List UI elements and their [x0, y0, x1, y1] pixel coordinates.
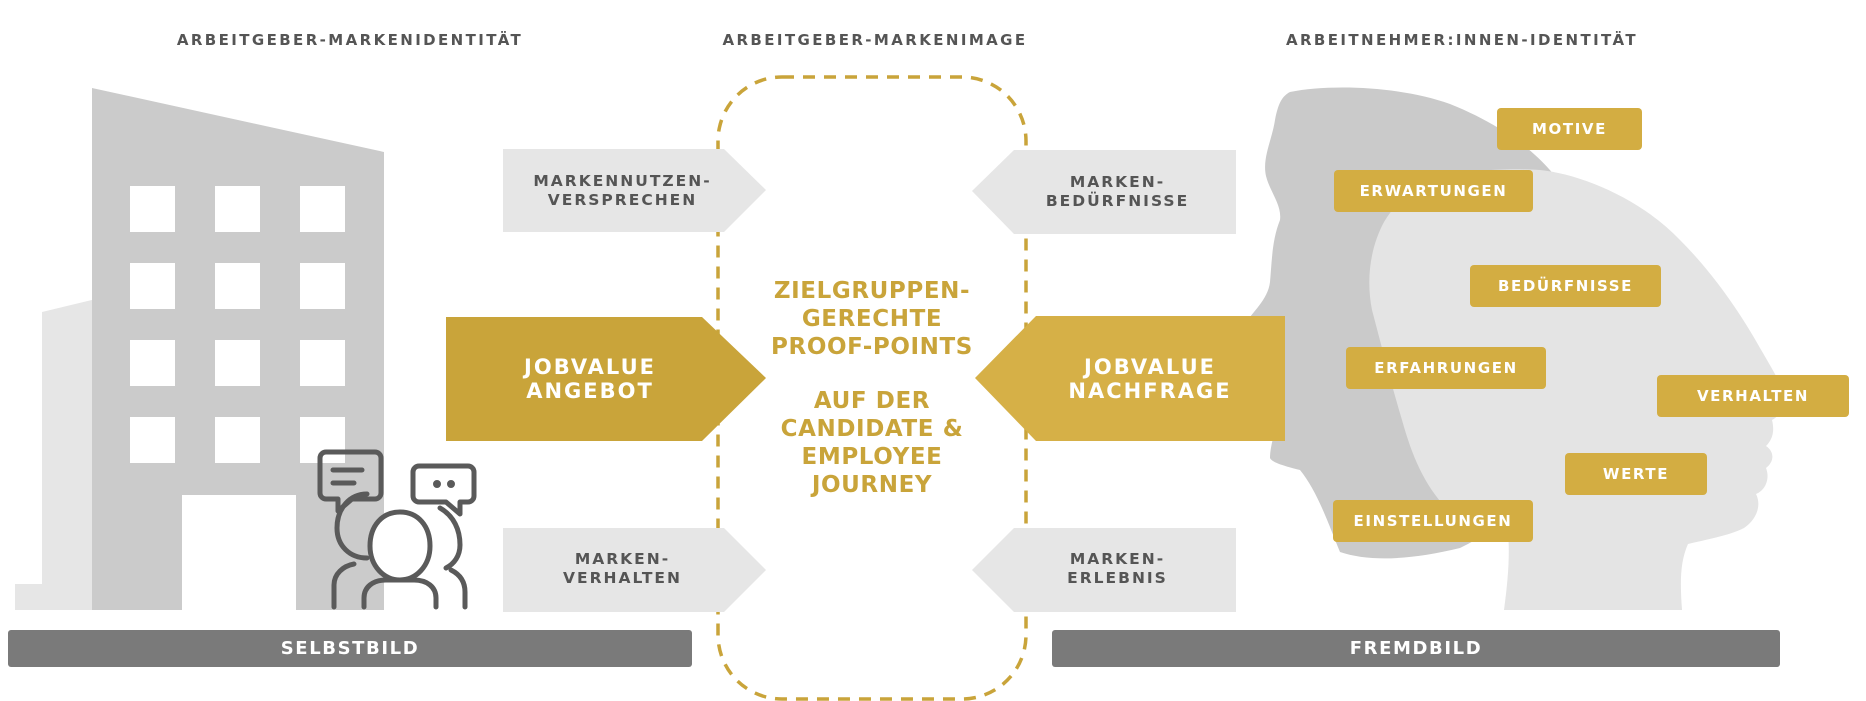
center-proof-points-text: ZIELGRUPPEN- GERECHTE PROOF-POINTS AUF D…: [742, 277, 1002, 499]
jobvalue-angebot-line-1: JOBVALUE: [524, 355, 656, 379]
center-line-5: CANDIDATE &: [780, 416, 964, 442]
center-line-7: JOURNEY: [811, 472, 933, 498]
markenerlebnis-line-2: ERLEBNIS: [1067, 569, 1168, 587]
heading-arbeitgeber-markenidentitaet: ARBEITGEBER-MARKENIDENTITÄT: [176, 31, 524, 49]
arrow-markenerlebnis: [972, 528, 1236, 612]
jobvalue-nachfrage-label: JOBVALUE NACHFRAGE: [1030, 355, 1270, 403]
tag-motive: MOTIVE: [1497, 108, 1642, 150]
tag-einstellungen: EINSTELLUNGEN: [1333, 500, 1533, 542]
markenbeduerfnisse-line-1: MARKEN-: [1069, 173, 1166, 191]
markenbeduerfnisse-line-2: BEDÜRFNISSE: [1045, 192, 1190, 210]
fremdbild-bar: [1052, 630, 1780, 667]
center-line-2: GERECHTE: [801, 306, 943, 332]
center-line-6: EMPLOYEE: [801, 444, 943, 470]
markenverhalten-label: MARKEN- VERHALTEN: [510, 550, 735, 588]
tag-beduerfnisse: BEDÜRFNISSE: [1470, 265, 1661, 307]
markenbeduerfnisse-label: MARKEN- BEDÜRFNISSE: [1005, 173, 1230, 211]
tag-verhalten: VERHALTEN: [1657, 375, 1849, 417]
jobvalue-angebot-label: JOBVALUE ANGEBOT: [470, 355, 710, 403]
selbstbild-label: SELBSTBILD: [280, 638, 420, 659]
markenverhalten-line-2: VERHALTEN: [563, 569, 682, 587]
jobvalue-angebot-line-2: ANGEBOT: [526, 379, 654, 403]
arrow-markennutzen: [503, 149, 766, 232]
building-icon: [80, 88, 384, 610]
markenerlebnis-line-1: MARKEN-: [1069, 550, 1166, 568]
jobvalue-nachfrage-line-1: JOBVALUE: [1084, 355, 1216, 379]
markennutzen-label: MARKENNUTZEN- VERSPRECHEN: [510, 172, 735, 210]
center-spacer: [742, 361, 1002, 387]
people-chat-icon: [317, 449, 477, 610]
arrow-markenbeduerfnisse: [972, 150, 1236, 234]
jobvalue-nachfrage-line-2: NACHFRAGE: [1068, 379, 1232, 403]
center-line-3: PROOF-POINTS: [771, 334, 973, 360]
tag-erfahrungen: ERFAHRUNGEN: [1346, 347, 1546, 389]
center-line-1: ZIELGRUPPEN-: [773, 278, 971, 304]
tag-erwartungen: ERWARTUNGEN: [1334, 170, 1533, 212]
arrow-markenverhalten: [503, 528, 766, 612]
selbstbild-bar: [8, 630, 692, 667]
fremdbild-label: FREMDBILD: [1349, 638, 1483, 659]
markennutzen-line-1: MARKENNUTZEN-: [533, 172, 712, 190]
tag-werte: WERTE: [1565, 453, 1707, 495]
heading-arbeitnehmer-identitaet: ARBEITNEHMER:INNEN-IDENTITÄT: [1285, 31, 1639, 49]
arrow-jobvalue-nachfrage: [975, 316, 1285, 441]
markennutzen-line-2: VERSPRECHEN: [547, 191, 698, 209]
markenverhalten-line-1: MARKEN-: [574, 550, 671, 568]
heading-arbeitgeber-markenimage: ARBEITGEBER-MARKENIMAGE: [722, 31, 1028, 49]
arrow-jobvalue-angebot: [446, 317, 766, 441]
markenerlebnis-label: MARKEN- ERLEBNIS: [1005, 550, 1230, 588]
center-line-4: AUF DER: [813, 388, 931, 414]
